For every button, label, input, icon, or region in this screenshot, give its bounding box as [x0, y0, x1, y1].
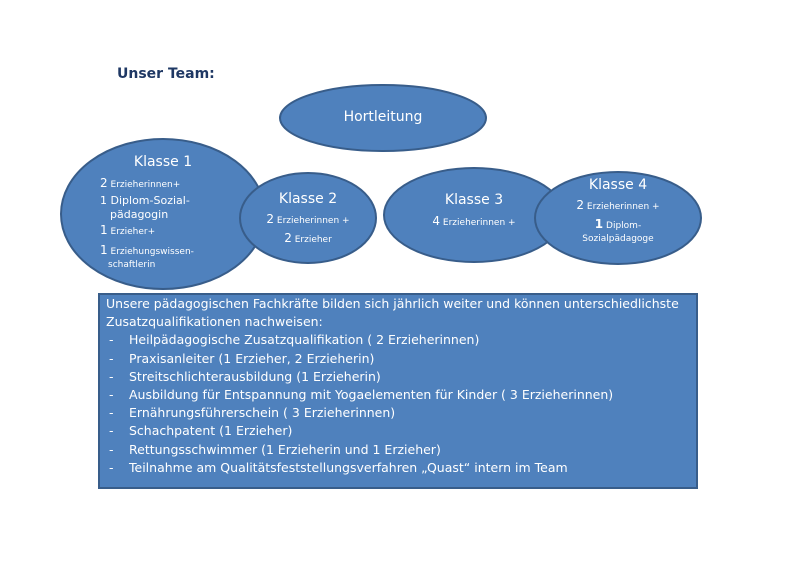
page-title: Unser Team: [117, 66, 215, 82]
qualifications-list: Heilpädagogische Zusatzqualifikation ( 2… [106, 331, 690, 477]
klasse1-staff: 2 Erzieherinnen+ 1 Diplom-Sozial- pädago… [100, 176, 194, 271]
klasse4-staff: 2 Erzieherinnen + 1 Diplom- Sozialpädago… [576, 198, 660, 245]
list-item: Schachpatent (1 Erzieher) [106, 422, 690, 440]
list-item: Streitschlichterausbildung (1 Erzieherin… [106, 368, 690, 386]
list-item: Heilpädagogische Zusatzqualifikation ( 2… [106, 331, 690, 349]
klasse2-staff: 2 Erzieherinnen + 2 Erzieher [266, 212, 350, 246]
list-item: Rettungsschwimmer (1 Erzieherin und 1 Er… [106, 441, 690, 459]
klasse1-title: Klasse 1 [133, 154, 193, 170]
hortleitung-label: Hortleitung [343, 109, 423, 125]
klasse2-ellipse [239, 172, 377, 264]
hortleitung-ellipse [279, 84, 487, 152]
qualifications-intro: Unsere pädagogischen Fachkräfte bilden s… [106, 296, 679, 330]
klasse3-title: Klasse 3 [444, 192, 504, 208]
list-item: Teilnahme am Qualitätsfeststellungsverfa… [106, 459, 690, 477]
klasse4-ellipse [534, 171, 702, 265]
list-item: Praxisanleiter (1 Erzieher, 2 Erzieherin… [106, 350, 690, 368]
list-item: Ausbildung für Entspannung mit Yogaeleme… [106, 386, 690, 404]
qualifications-box: Unsere pädagogischen Fachkräfte bilden s… [98, 293, 698, 489]
klasse3-staff: 4 Erzieherinnen + [432, 214, 516, 229]
list-item: Ernährungsführerschein ( 3 Erzieherinnen… [106, 404, 690, 422]
klasse4-title: Klasse 4 [588, 177, 648, 193]
klasse2-title: Klasse 2 [278, 191, 338, 207]
